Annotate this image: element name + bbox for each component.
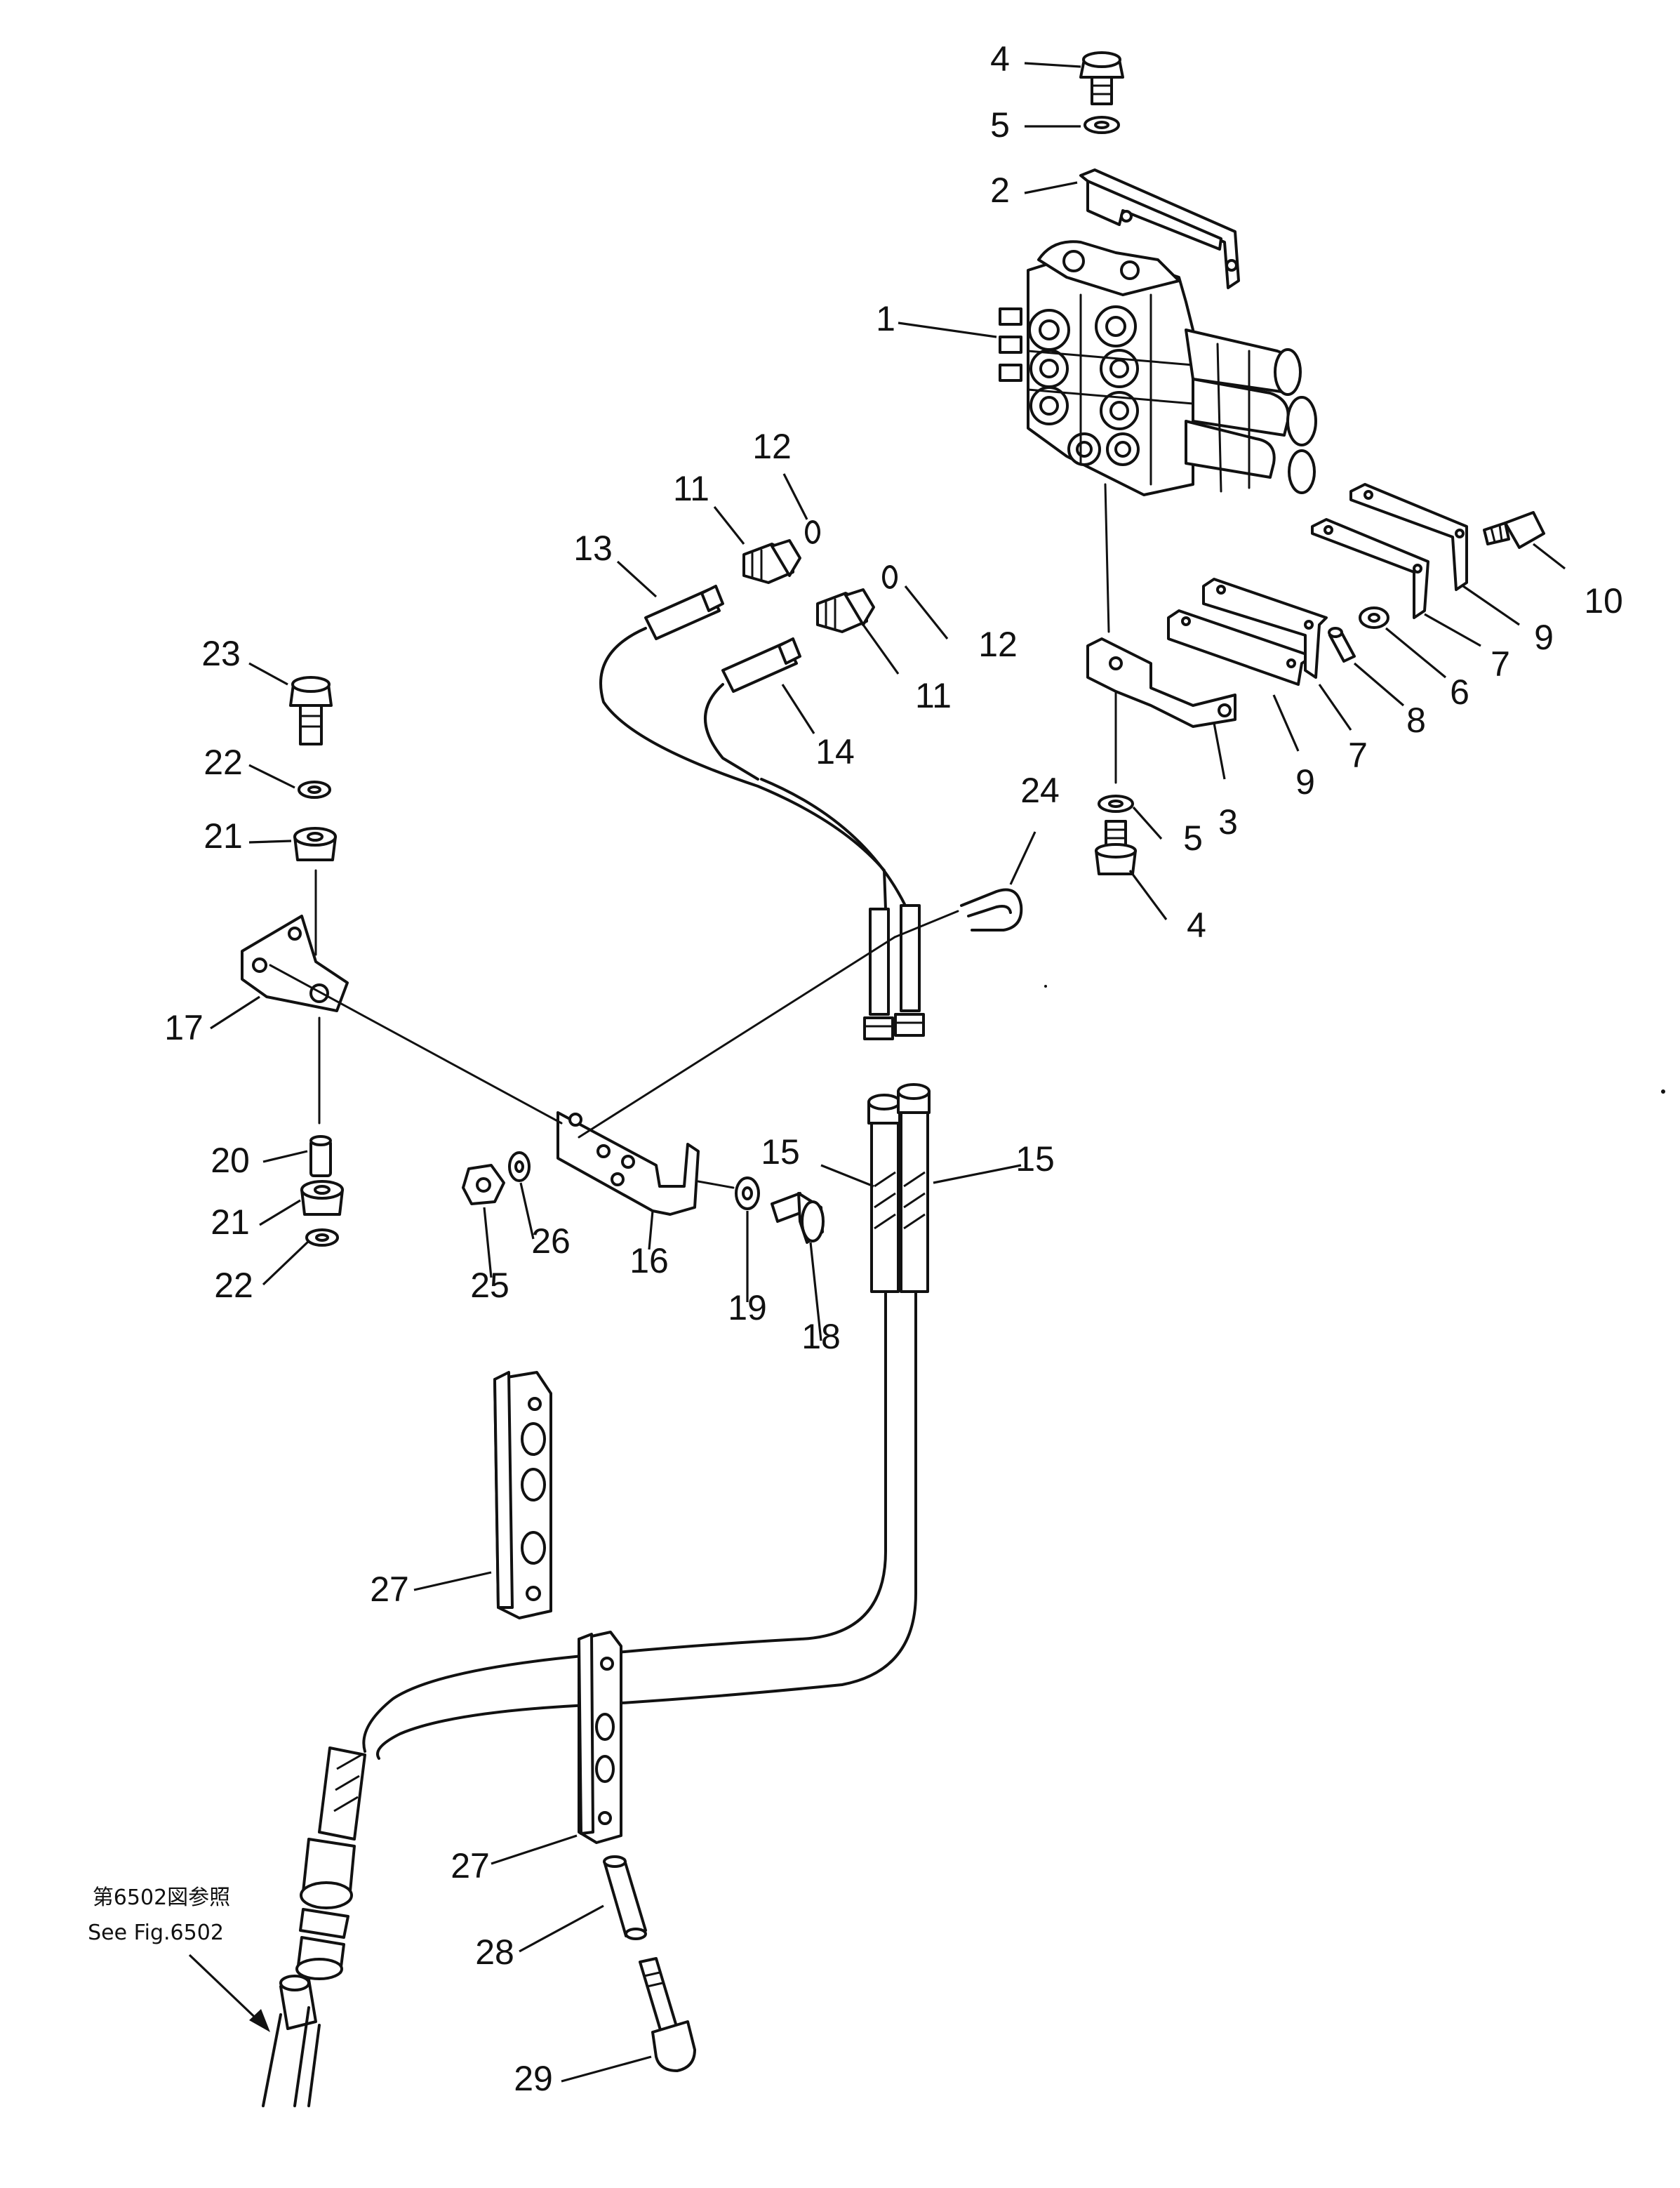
callout-5-top: 5 <box>990 105 1010 145</box>
callout-13: 13 <box>573 529 613 568</box>
nut-25 <box>462 1164 505 1205</box>
callout-6: 6 <box>1450 672 1469 712</box>
callout-10: 10 <box>1584 581 1623 621</box>
hose-end-lower <box>295 1746 366 1980</box>
callout-21-top: 21 <box>204 816 243 856</box>
reference-note-jp: 第6502図参照 <box>93 1885 230 1910</box>
washer-22-top <box>298 781 331 799</box>
washer-top <box>1084 116 1120 134</box>
control-valve <box>999 240 1317 496</box>
callout-27-upper: 27 <box>370 1570 409 1609</box>
callout-7-lower: 7 <box>1348 736 1368 775</box>
bolt-29 <box>639 1957 696 2072</box>
callout-5-bottom: 5 <box>1183 818 1203 858</box>
leaders <box>210 62 1566 2083</box>
cushion-21-top <box>293 827 337 861</box>
callout-12-upper: 12 <box>752 427 792 466</box>
callout-22-bottom: 22 <box>214 1266 253 1305</box>
callout-9-upper: 9 <box>1534 618 1554 657</box>
elbow-fitting-lower <box>816 588 875 633</box>
bolt-23 <box>289 676 333 745</box>
callout-28: 28 <box>475 1932 514 1972</box>
callouts: 4 5 2 1 12 11 13 12 11 14 10 9 7 6 8 7 9… <box>164 39 1623 2098</box>
callout-8: 8 <box>1406 701 1426 740</box>
bolt-side <box>1483 511 1545 549</box>
shim-upper-a <box>1311 518 1429 619</box>
o-ring-upper <box>805 520 820 544</box>
u-bolt <box>960 888 1023 931</box>
washer-22-bottom <box>305 1228 339 1247</box>
bolt-bottom <box>1095 820 1137 875</box>
elbow-fitting-upper <box>742 539 801 584</box>
top-bracket <box>1079 168 1240 289</box>
callout-18: 18 <box>801 1317 841 1356</box>
tube-13 <box>599 585 907 914</box>
callout-4-bottom: 4 <box>1187 906 1206 945</box>
shim-lower-a <box>1167 609 1314 686</box>
lower-bracket <box>1086 637 1236 728</box>
callout-16: 16 <box>629 1241 669 1280</box>
callout-29: 29 <box>514 2059 553 2098</box>
collar-20 <box>309 1135 332 1177</box>
callout-12-lower: 12 <box>978 625 1018 664</box>
callout-17: 17 <box>164 1008 204 1047</box>
bolt-top <box>1079 51 1124 105</box>
mating-hose-end <box>262 1975 321 2107</box>
callout-3: 3 <box>1218 802 1238 842</box>
callout-25: 25 <box>470 1266 509 1305</box>
callout-11-lower: 11 <box>915 676 952 715</box>
callout-15-left: 15 <box>761 1132 800 1172</box>
pipe-ends <box>863 904 925 1040</box>
o-ring-lower <box>882 565 898 589</box>
washer-19 <box>735 1176 760 1210</box>
sleeve-28 <box>603 1855 647 1940</box>
reference-arrow <box>188 1954 270 2032</box>
tube-14 <box>704 637 801 781</box>
clamp-block-upper <box>493 1371 552 1619</box>
pin <box>1328 627 1356 663</box>
callout-2: 2 <box>990 171 1010 210</box>
shim-lower-b <box>1202 578 1328 679</box>
callout-7-upper: 7 <box>1491 644 1510 684</box>
washer-26 <box>508 1151 531 1182</box>
callout-19: 19 <box>728 1288 767 1327</box>
callout-4-top: 4 <box>990 39 1010 79</box>
callout-11-upper: 11 <box>673 469 709 508</box>
washer-side <box>1359 606 1389 629</box>
callout-1: 1 <box>876 299 895 338</box>
callout-9-lower: 9 <box>1295 762 1315 802</box>
clamp-block-lower <box>578 1631 622 1844</box>
callout-27-lower: 27 <box>451 1846 490 1885</box>
callout-23: 23 <box>201 634 241 673</box>
reference-note-en: See Fig.6502 <box>88 1921 224 1945</box>
callout-20: 20 <box>211 1141 250 1180</box>
bolt-18 <box>771 1192 825 1244</box>
bracket-16 <box>556 1111 700 1216</box>
callout-26: 26 <box>531 1221 571 1261</box>
callout-15-right: 15 <box>1015 1139 1055 1179</box>
callout-24: 24 <box>1020 771 1060 810</box>
callout-21-bottom: 21 <box>211 1202 250 1242</box>
callout-14: 14 <box>815 732 855 771</box>
shim-upper-b <box>1349 483 1468 591</box>
cushion-21-bottom <box>300 1180 344 1216</box>
bracket-17 <box>241 915 349 1012</box>
callout-22-top: 22 <box>204 743 243 782</box>
washer-bottom <box>1098 795 1134 813</box>
